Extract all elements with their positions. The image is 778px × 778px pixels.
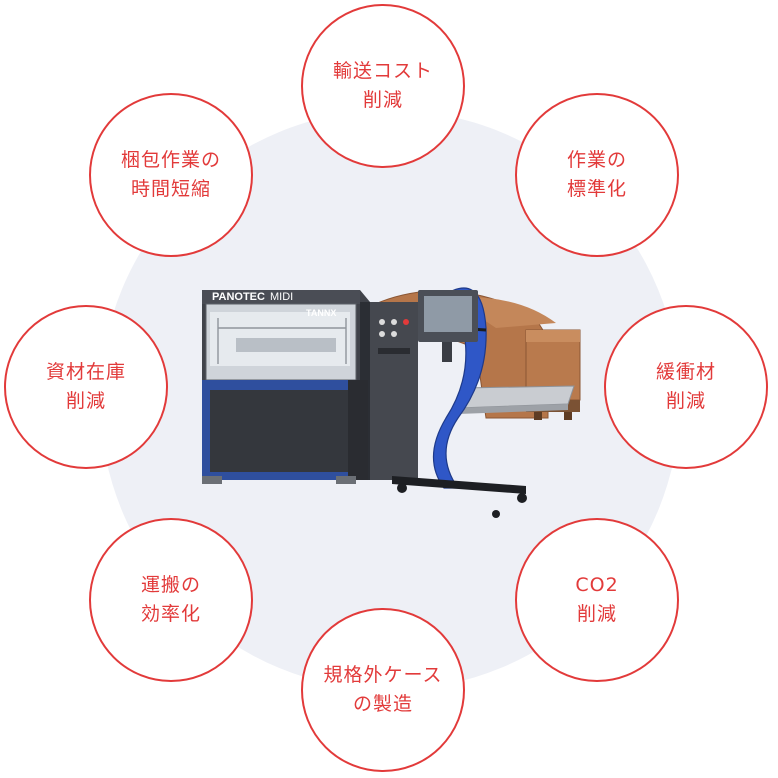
machine-body: PANOTEC MIDI TANNX (202, 290, 382, 484)
benefit-transport-efficiency: 運搬の 効率化 (89, 518, 253, 682)
control-screen (418, 290, 478, 362)
benefit-line2: 削減 (576, 603, 617, 625)
benefit-line1: 輸送コスト (332, 59, 433, 82)
panotec-midi-machine-image: PANOTEC MIDI TANNX (202, 287, 581, 518)
benefit-material-inventory-reduction: 資材在庫 削減 (4, 305, 168, 469)
benefit-transport-cost: 輸送コスト 削減 (301, 4, 465, 168)
benefit-line2: 削減 (362, 89, 403, 111)
machine-brand-label: PANOTEC (212, 291, 265, 303)
benefit-line1: 資材在庫 (45, 360, 126, 383)
benefit-custom-case-manufacturing: 規格外ケース の製造 (301, 608, 465, 772)
benefit-cushioning-reduction: 緩衝材 削減 (604, 305, 768, 469)
cart (392, 476, 527, 518)
benefit-line2: 効率化 (140, 603, 201, 625)
benefit-line2: 標準化 (566, 178, 627, 200)
benefit-line1: 梱包作業の (120, 148, 221, 171)
benefit-line1: 作業の (566, 148, 627, 171)
control-column (370, 302, 418, 480)
machine-model-label: MIDI (270, 291, 293, 303)
machine-maker-logo: TANNX (306, 308, 336, 318)
outfeed-table (457, 385, 575, 414)
benefit-work-standardization: 作業の 標準化 (515, 93, 679, 257)
benefit-line1: 緩衝材 (655, 360, 716, 383)
benefit-line1: 運搬の (140, 573, 201, 596)
benefit-line1: 規格外ケース (323, 663, 443, 686)
benefit-line2: の製造 (352, 693, 413, 715)
benefit-line2: 削減 (65, 390, 106, 412)
benefit-co2-reduction: CO2 削減 (515, 518, 679, 682)
benefit-line2: 削減 (665, 390, 706, 412)
benefit-packing-time-reduction: 梱包作業の 時間短縮 (89, 93, 253, 257)
benefit-line2: 時間短縮 (130, 178, 211, 200)
benefit-line1: CO2 (575, 573, 619, 596)
